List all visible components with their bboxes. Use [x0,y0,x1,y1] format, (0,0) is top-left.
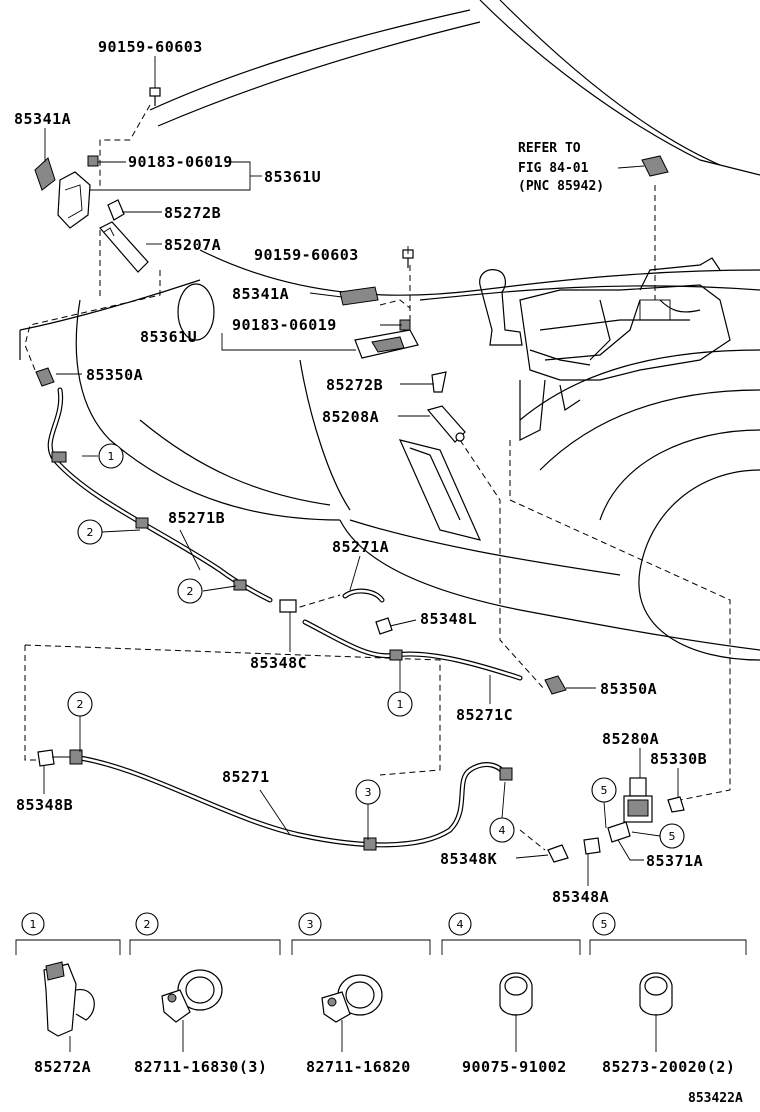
label-85272B-mid: 85272B [326,376,383,394]
label-85371A: 85371A [646,852,703,870]
legend-num-1: 1 [30,918,37,931]
label-85348C: 85348C [250,654,307,672]
label-85330B: 85330B [650,750,707,768]
legend-part-1: 85272A [34,1058,91,1076]
label-85348A: 85348A [552,888,609,906]
grommet-85330B [667,796,685,813]
label-90183-mid: 90183-06019 [232,316,337,334]
legend-part-5: 85273-20020(2) [602,1058,735,1076]
callout-2-c-text: 2 [77,698,84,711]
connector-85348K [547,844,569,863]
label-85348B: 85348B [16,796,73,814]
legend-part-3-shape [321,974,383,1052]
part-labels: 90159-60603 85341A 90183-06019 85361U 85… [14,38,707,906]
vehicle-body-outline [19,0,760,661]
refer-part [641,155,669,177]
connector-85348B [37,749,55,767]
callout-2-a [77,519,103,545]
callout-4-text: 4 [499,824,506,837]
label-85348L: 85348L [420,610,477,628]
label-85271B: 85271B [168,509,225,527]
label-85341A-mid: 85341A [232,285,289,303]
legend-part-2-shape [161,969,223,1052]
label-85348K: 85348K [440,850,497,868]
nozzle-85207A [99,221,149,273]
label-refer-line2: FIG 84-01 [518,161,589,176]
callout-5-b-text: 5 [669,830,676,843]
callout-5-b [659,823,685,849]
label-85207A: 85207A [164,236,221,254]
legend-part-4: 90075-91002 [462,1058,567,1076]
cap-85341A-left [34,157,56,191]
legend-part-2: 82711-16830(3) [134,1058,267,1076]
label-85271A: 85271A [332,538,389,556]
cap-85341A-mid [339,286,379,306]
label-85361U-top: 85361U [264,168,321,186]
legend-part-5-shape [639,972,673,1052]
legend-num-2: 2 [144,918,151,931]
nozzle-85208A [426,405,466,443]
tee-85348C [279,599,297,613]
callout-3 [355,779,381,805]
callout-5-a-text: 5 [601,784,608,797]
nozzle-cover-top [57,171,91,229]
callout-1-a-text: 1 [108,450,115,463]
callout-4 [489,817,515,843]
callout-1-a [98,443,124,469]
label-85350A-left: 85350A [86,366,143,384]
callout-2-a-text: 2 [87,526,94,539]
clip-90183-top [87,155,99,167]
leader-lines [43,56,679,886]
callout-1-b [387,691,413,717]
legend-num-5: 5 [601,918,608,931]
label-90159-top: 90159-60603 [98,38,203,56]
label-85361U-mid: 85361U [140,328,197,346]
label-85272B-top: 85272B [164,204,221,222]
callout-5-a [591,777,617,803]
label-refer-line1: REFER TO [518,141,581,156]
legend-part-1-shape [43,961,95,1052]
legend-num-3: 3 [307,918,314,931]
hose-85371A [607,821,631,843]
callout-2-c [67,691,93,717]
label-refer-line3: (PNC 85942) [518,179,604,194]
label-85271C: 85271C [456,706,513,724]
label-90159-mid: 90159-60603 [254,246,359,264]
connector-85350A-left [35,367,55,387]
elbow-85348L [375,617,393,635]
clip-85272B-top [107,199,125,221]
label-85271: 85271 [222,768,270,786]
label-85280A: 85280A [602,730,659,748]
legend: 1 2 3 4 5 [15,912,747,1076]
connector-85350A-right [544,675,567,695]
legend-part-4-shape [499,972,533,1052]
callout-1-b-text: 1 [397,698,404,711]
label-85341A-left: 85341A [14,110,71,128]
dashed-guide-lines [24,104,731,851]
legend-part-3: 82711-16820 [306,1058,411,1076]
connector-85348A [583,837,601,855]
figure-code: 853422A [688,1091,743,1106]
screw-top [149,60,161,106]
callout-3-text: 3 [365,786,372,799]
parts [34,60,685,863]
label-85350A-right: 85350A [600,680,657,698]
legend-num-4: 4 [457,918,464,931]
clip-85272B-mid [431,371,447,393]
callout-circles: 1 2 2 1 2 3 4 5 5 [67,443,685,849]
label-85208A: 85208A [322,408,379,426]
callout-2-b [177,578,203,604]
label-90183-top: 90183-06019 [128,153,233,171]
pump-85280A [623,777,653,823]
callout-2-b-text: 2 [187,585,194,598]
